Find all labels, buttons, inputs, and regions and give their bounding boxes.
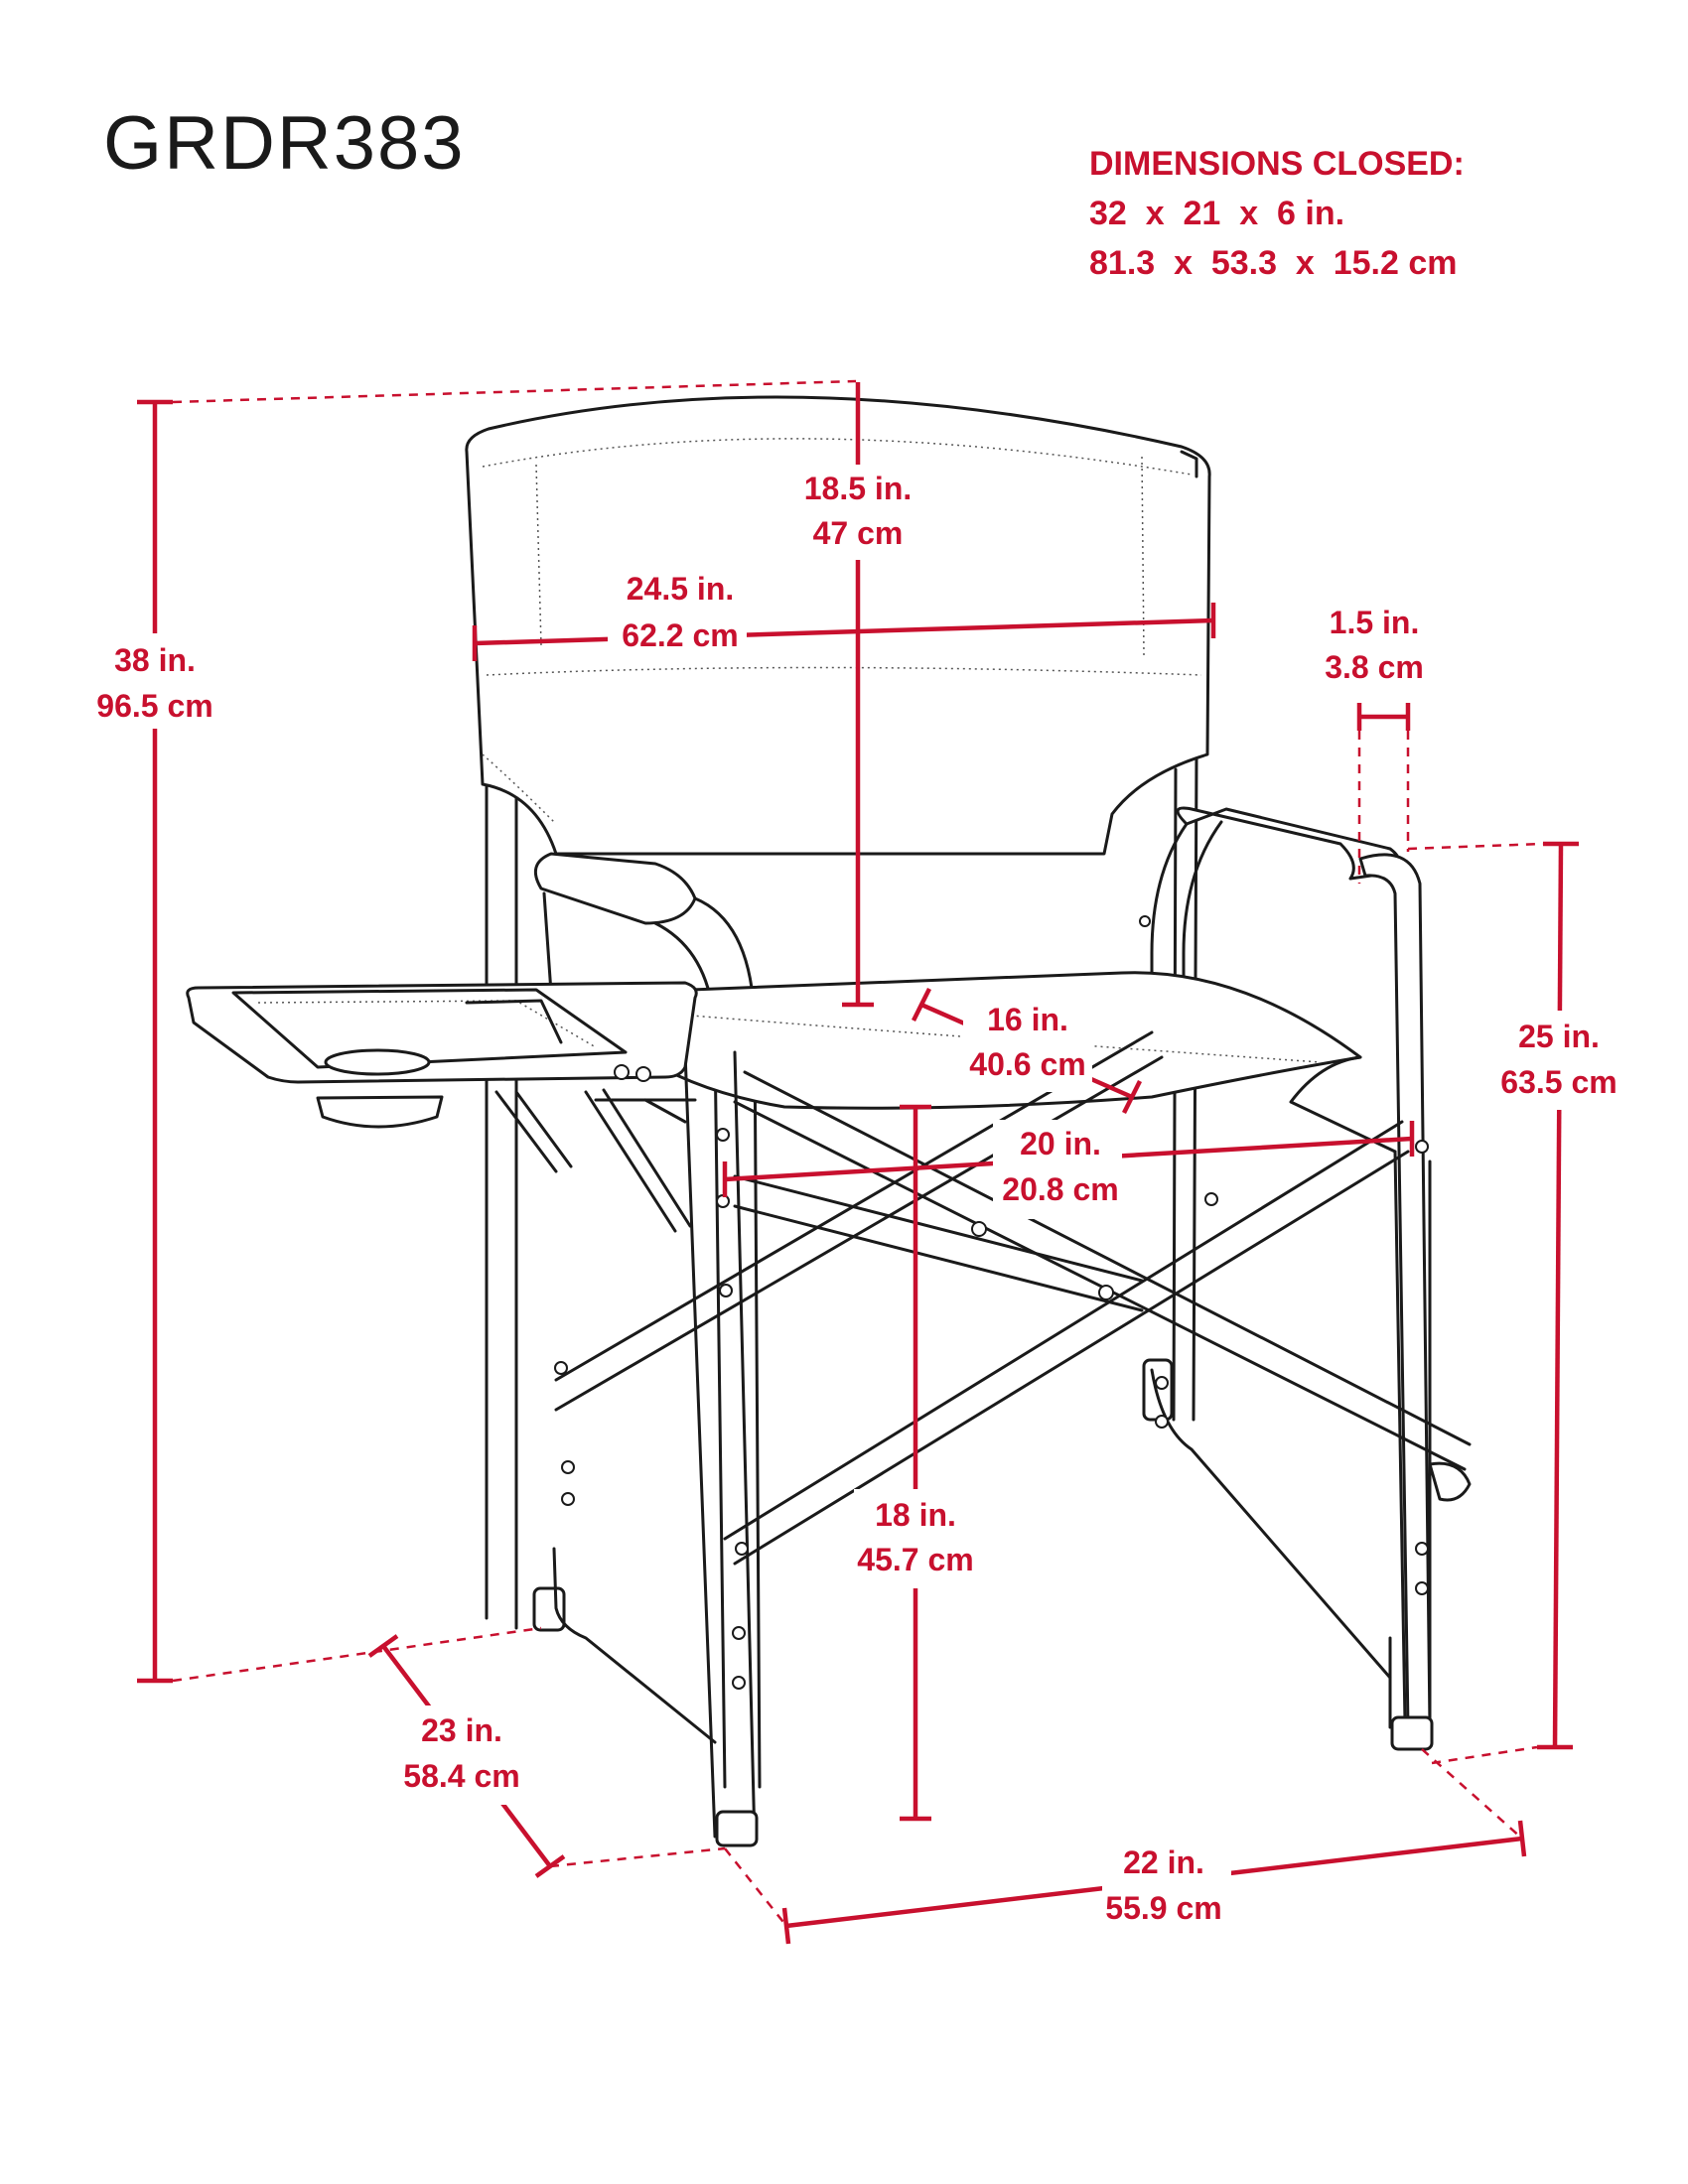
cross-brace-a [733, 1070, 1472, 1471]
armrest-width-in: 1.5 in. [1330, 605, 1420, 640]
cross-brace-b [723, 1120, 1410, 1566]
front-right-foot [1390, 1715, 1434, 1751]
closed-imperial: 32 x 21 x 6 in. [1089, 195, 1344, 232]
arm-height-in: 25 in. [1518, 1019, 1600, 1054]
front-left-foot [715, 1810, 759, 1847]
seat-width-in: 20 in. [1020, 1126, 1101, 1161]
seat-width-cm: 20.8 cm [1002, 1171, 1118, 1207]
base-depth-cm: 58.4 cm [403, 1758, 519, 1794]
arm-height-cm: 63.5 cm [1500, 1064, 1617, 1100]
chair-illustration [186, 395, 1472, 1847]
back-height-cm: 47 cm [813, 515, 904, 551]
arm-height-line [1552, 843, 1564, 1748]
base-width-in: 22 in. [1123, 1844, 1204, 1880]
model-number: GRDR383 [103, 101, 466, 186]
seat-depth-cm: 40.6 cm [969, 1046, 1085, 1082]
back-width-line [474, 617, 1214, 646]
total-height-cm: 96.5 cm [96, 688, 212, 724]
cup-holder [324, 1048, 431, 1076]
closed-dimensions: DIMENSIONS CLOSED: 32 x 21 x 6 in. 81.3 … [1089, 145, 1465, 282]
front-right-leg [1393, 1150, 1432, 1729]
dimension-labels: 38 in. 96.5 cm 18.5 in. 47 cm 24.5 in. 6… [94, 465, 1623, 1938]
total-height-in: 38 in. [114, 642, 196, 678]
seat-height-cm: 45.7 cm [857, 1542, 973, 1577]
closed-metric: 81.3 x 53.3 x 15.2 cm [1089, 244, 1458, 282]
rear-right-foot [1142, 1358, 1174, 1422]
back-width-in: 24.5 in. [627, 571, 735, 607]
rear-left-leg [485, 772, 518, 1630]
left-armrest-pad [533, 852, 697, 925]
armrest-width-cm: 3.8 cm [1325, 649, 1424, 685]
seat-height-in: 18 in. [875, 1497, 956, 1533]
back-width-cm: 62.2 cm [622, 617, 738, 653]
base-depth-in: 23 in. [421, 1712, 502, 1748]
closed-heading: DIMENSIONS CLOSED: [1089, 145, 1465, 183]
side-table [186, 981, 698, 1084]
seat-depth-in: 16 in. [987, 1002, 1068, 1037]
rear-left-foot [532, 1586, 566, 1632]
back-height-in: 18.5 in. [804, 471, 913, 506]
dimension-lines [137, 379, 1579, 1945]
front-left-leg [683, 1050, 757, 1843]
base-width-cm: 55.9 cm [1105, 1890, 1221, 1926]
